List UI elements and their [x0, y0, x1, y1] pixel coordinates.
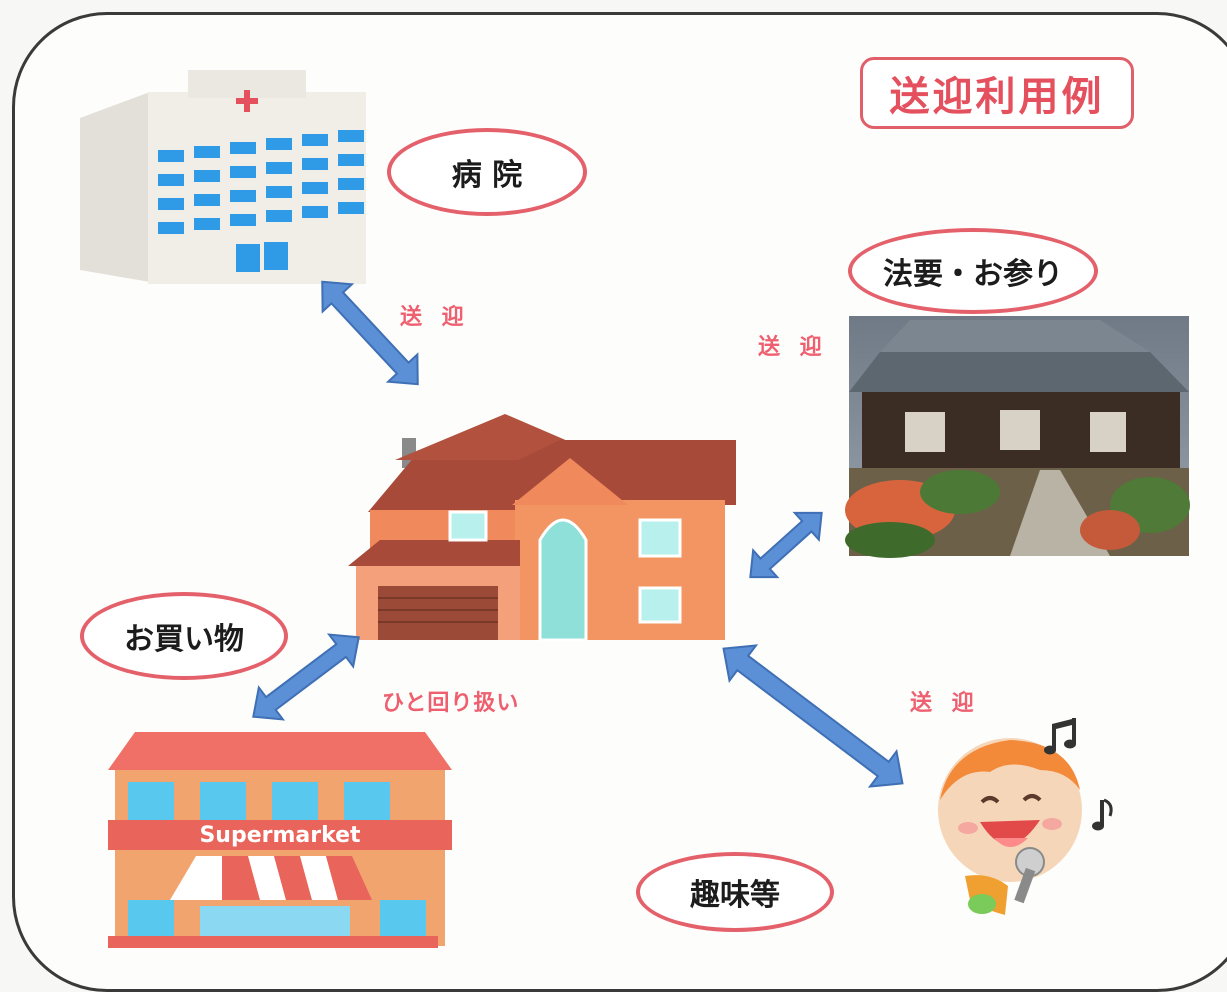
place-label-shopping: お買い物 [80, 592, 288, 680]
music-note-icon-2 [1092, 798, 1113, 831]
diagram-title: 送迎利用例 [860, 57, 1134, 129]
hospital-building-icon [80, 70, 366, 284]
singing-child-icon [938, 718, 1113, 915]
transfer-label-temple: 送 迎 [758, 335, 828, 360]
double-arrow-shopping-icon [252, 633, 360, 721]
temple-photo-icon [845, 316, 1190, 558]
music-note-icon-1 [1044, 718, 1076, 755]
supermarket-sign: Supermarket [199, 823, 361, 848]
transfer-label-hobby: 送 迎 [910, 691, 980, 716]
transfer-label-hospital: 送 迎 [400, 305, 470, 330]
illustrations: Supermarket [80, 70, 1190, 948]
place-label-hobby: 趣味等 [636, 852, 834, 932]
supermarket-building-icon: Supermarket [108, 732, 452, 948]
transfer-label-shopping: ひと回り扱い [382, 691, 520, 716]
place-label-hospital: 病 院 [387, 128, 587, 216]
house-icon [348, 414, 736, 642]
double-arrow-temple-icon [749, 511, 823, 579]
place-label-temple: 法要・お参り [848, 228, 1098, 314]
double-arrow-hospital-icon [321, 280, 419, 386]
double-arrow-hobby-icon [722, 644, 904, 788]
